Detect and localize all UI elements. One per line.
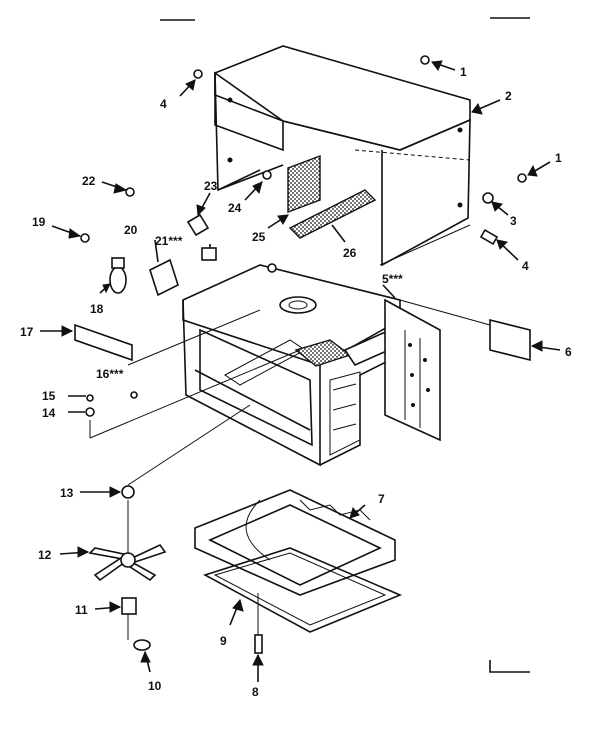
part-9-gasket (202, 547, 403, 633)
part-8-screw (254, 634, 263, 654)
arrowheads (61, 60, 543, 666)
callout-2: 2 (505, 89, 512, 103)
callout-18: 18 (90, 302, 104, 316)
callout-19: 19 (32, 215, 46, 229)
callout-20: 20 (124, 223, 138, 237)
callout-26: 26 (343, 246, 357, 260)
callout-16: 16*** (96, 367, 124, 381)
callout-9: 9 (220, 634, 227, 648)
part-6-label-plate (489, 318, 531, 362)
callout-3: 3 (510, 214, 517, 228)
callout-labels: 1 2 1 3 4 4 5*** 6 7 8 9 10 11 12 13 14 … (20, 65, 572, 699)
callout-1a: 1 (460, 65, 467, 79)
callout-22: 22 (82, 174, 96, 188)
callout-5: 5*** (382, 272, 403, 286)
callout-12: 12 (38, 548, 52, 562)
control-panel-plate (384, 298, 441, 442)
callout-15: 15 (42, 389, 56, 403)
callout-17: 17 (20, 325, 34, 339)
callout-13: 13 (60, 486, 74, 500)
part-12-stirrer-fan (88, 500, 167, 582)
fasteners (80, 55, 527, 417)
part-20-bracket (149, 258, 179, 297)
callout-25: 25 (252, 230, 266, 244)
callout-4b: 4 (522, 259, 529, 273)
callout-24: 24 (228, 201, 242, 215)
callout-4a: 4 (160, 97, 167, 111)
part-24-dotted-pad (287, 154, 321, 214)
corner-mark (489, 660, 530, 673)
part-23-clip (186, 213, 210, 237)
callout-8: 8 (252, 685, 259, 699)
part-13-coupler (121, 485, 135, 499)
outer-cabinet-wrapper (214, 45, 471, 267)
callout-11: 11 (75, 603, 88, 617)
callout-1b: 1 (555, 151, 562, 165)
callout-7: 7 (378, 492, 385, 506)
callout-6: 6 (565, 345, 572, 359)
part-17-strip (74, 323, 133, 362)
callout-10: 10 (148, 679, 162, 693)
part-18-lamp (109, 257, 127, 294)
part-26-perforated-bar (288, 189, 377, 239)
callout-21: 21*** (155, 234, 183, 248)
callout-23: 23 (204, 179, 218, 193)
part-11-shaft (121, 597, 137, 615)
part-7-base-tray (194, 489, 396, 596)
part-10-washer (133, 639, 151, 651)
oven-cavity-chassis (182, 264, 402, 467)
callout-14: 14 (42, 406, 56, 420)
part-21-switch (201, 247, 217, 261)
